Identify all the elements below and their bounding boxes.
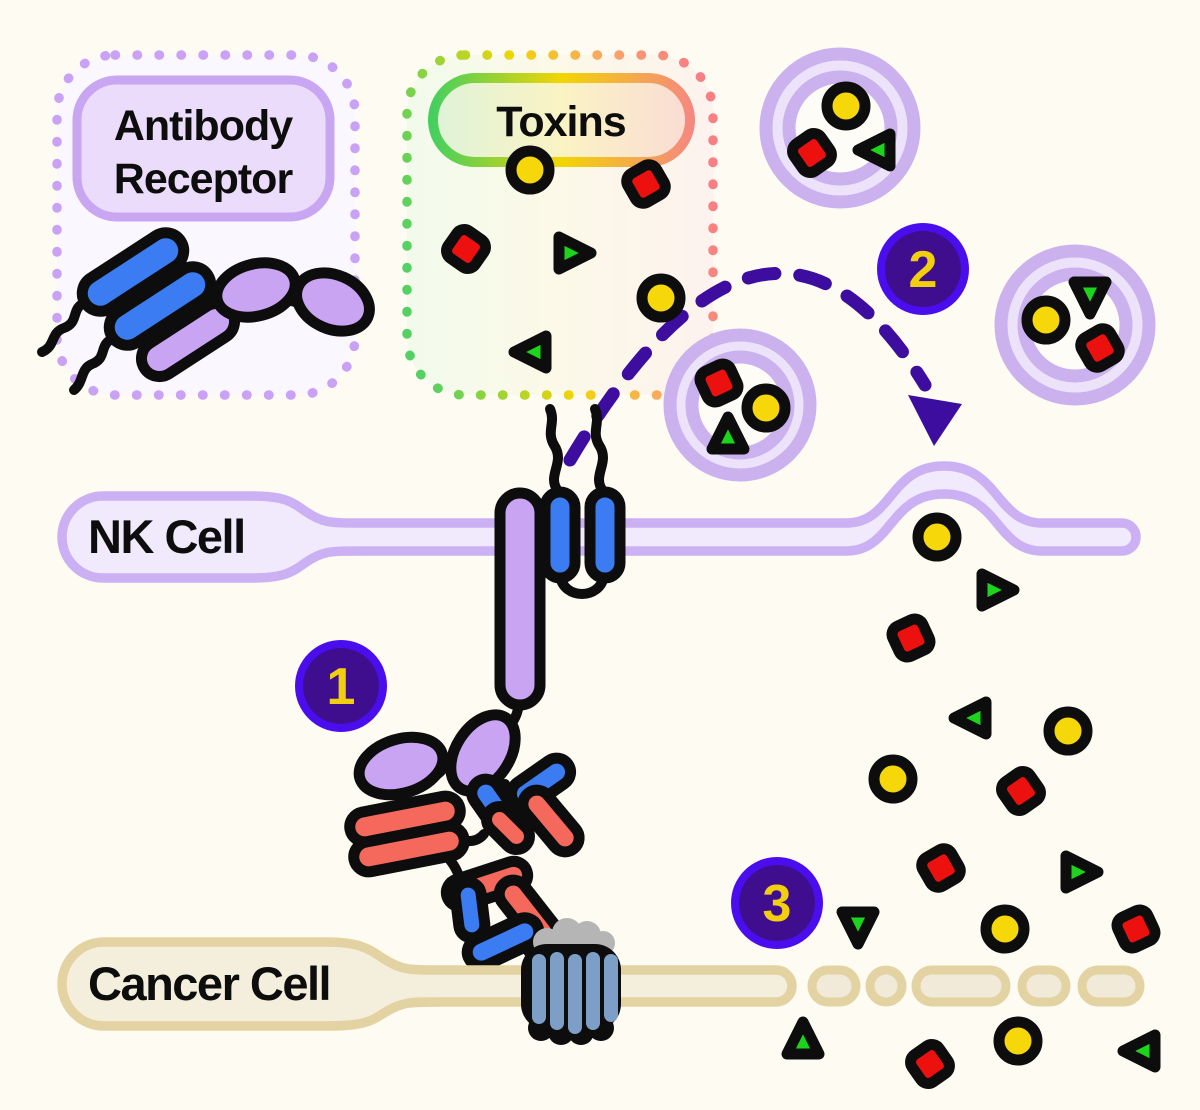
badge-core [739, 865, 815, 941]
receptor-tail-squiggle [37, 297, 91, 357]
antibody-bridge-complex [344, 709, 585, 972]
toxins-legend-pill [428, 73, 695, 167]
toxin-yellow-circle [1049, 712, 1087, 750]
fc-receptor-blue-subunit [539, 486, 581, 584]
step-3-number: 3 [763, 875, 792, 933]
membrane-fragments [807, 965, 1145, 1007]
receptor-chain-blue [103, 261, 217, 351]
membrane-fragment [865, 965, 907, 1007]
vesicle-top-left [759, 47, 921, 209]
antibody-heavy-chain [348, 820, 470, 878]
toxins-legend: Toxins [402, 50, 718, 400]
vesicle-transport-arrow [563, 266, 962, 467]
pore-subunit [604, 954, 618, 1022]
toxin-yellow-circle [642, 279, 680, 317]
toxins-legend-label: Toxins [496, 98, 625, 146]
membrane-fragment [1077, 965, 1145, 1007]
receptor-tail-squiggle [69, 333, 119, 395]
nk-membrane-shape [57, 461, 1141, 583]
toxin-yellow-circle [747, 389, 785, 427]
cancer-membrane-shape [57, 937, 797, 1031]
pore-subunit [532, 954, 546, 1024]
nk-cell-membrane: NK Cell [57, 461, 1141, 583]
antibody-domain-ellipse [353, 731, 449, 801]
step-badge-2: 2 [877, 223, 969, 315]
antibody-legend-pill [72, 75, 335, 222]
antibody-legend-label-line2: Receptor [114, 155, 294, 203]
nk-cell-label: NK Cell [88, 510, 245, 563]
vesicle-middle [663, 328, 817, 482]
toxin-yellow-circle [986, 910, 1024, 948]
antibody-fragment-blue [461, 912, 545, 972]
antibody-fragment-salmon [481, 801, 535, 855]
receptor-stalk-lavender [494, 487, 546, 711]
receptor-chain-blue [76, 227, 190, 317]
step-badge-1: 1 [295, 640, 387, 732]
step-2-number: 2 [909, 241, 938, 299]
toxin-yellow-circle [999, 1022, 1037, 1060]
step-1-number: 1 [327, 658, 356, 716]
membrane-fragment [807, 965, 861, 1007]
toxin-yellow-circle [918, 518, 956, 556]
antibody-receptor-legend: Antibody Receptor [37, 50, 375, 400]
badge-core [303, 648, 379, 724]
antibody-domain-ellipse [211, 257, 301, 323]
toxin-yellow-circle [827, 87, 865, 125]
membrane-fragment [1017, 965, 1071, 1007]
membrane-fragment [911, 965, 1011, 1007]
step-badge-3: 3 [731, 857, 823, 949]
dashed-arc [563, 266, 932, 467]
toxin-yellow-circle [511, 151, 549, 189]
cancer-cell-label: Cancer Cell [88, 957, 330, 1010]
receptor-tail-squiggle [590, 404, 608, 496]
vesicle-right [994, 244, 1156, 406]
fc-receptor-blue-subunit [584, 486, 626, 584]
arrowhead-icon [908, 395, 962, 446]
antibody-domain-ellipse [445, 709, 521, 797]
antibody-legend-label-line1: Antibody [114, 102, 293, 150]
cancer-cell-membrane: Cancer Cell [57, 937, 1145, 1031]
toxin-yellow-circle [1027, 301, 1065, 339]
pore-subunit [586, 952, 600, 1030]
badge-core [885, 231, 961, 307]
pore-subunit [568, 954, 582, 1034]
receptor-tail-squiggle [545, 404, 563, 496]
antibody-fragment-salmon [517, 784, 585, 858]
toxin-yellow-circle [874, 760, 912, 798]
pore-subunit [550, 952, 564, 1030]
cancer-antigen-pore [521, 918, 621, 1045]
fc-receptor-complex [492, 404, 626, 740]
antibody-domain-ellipse [291, 267, 375, 337]
antibody-receptor-icon [37, 227, 375, 395]
